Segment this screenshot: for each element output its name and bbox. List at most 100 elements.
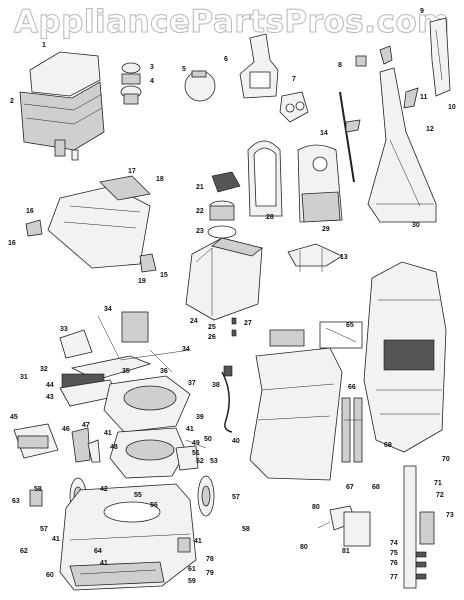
callout-number: 72 [436,492,444,499]
callout-number: 12 [426,126,434,133]
callout-number: 42 [100,486,108,493]
callout-number: 35 [122,368,130,375]
float-assembly-drawing [207,171,241,239]
handle-tube-drawing [403,465,435,589]
callout-number: 61 [188,566,196,573]
power-cord-drawing [221,365,233,433]
screws-drawing [231,317,237,337]
callout-number: 41 [104,430,112,437]
callout-number: 36 [160,368,168,375]
callout-number: 41 [100,560,108,567]
callout-number: 62 [20,548,28,555]
callout-number: 71 [434,480,442,487]
callout-number: 47 [82,422,90,429]
motor-assembly-drawing [59,311,191,433]
callout-number: 17 [128,168,136,175]
rear-housing-drawing [363,261,447,453]
callout-number: 30 [412,222,420,229]
callout-number: 22 [196,208,204,215]
callout-number: 81 [342,548,350,555]
callout-number: 66 [348,384,356,391]
callout-number: 65 [346,322,354,329]
callout-number: 14 [320,130,328,137]
callout-number: 13 [340,254,348,261]
callout-number: 77 [390,574,398,581]
callout-number: 19 [138,278,146,285]
callout-number: 24 [190,318,198,325]
tank-cap-drawing [120,62,142,105]
callout-number: 46 [62,426,70,433]
tube-parts-drawing [341,397,363,463]
callout-number: 74 [390,540,398,547]
callout-number: 52 [196,458,204,465]
callout-number: 15 [160,272,168,279]
callout-number: 80 [312,504,320,511]
callout-number: 11 [420,94,428,101]
nozzle-drawing [25,175,157,273]
callout-number: 6 [224,56,228,63]
pump-drawing [317,505,371,547]
callout-number: 4 [150,78,154,85]
callout-number: 67 [346,484,354,491]
callout-number: 75 [390,550,398,557]
callout-number: 79 [206,570,214,577]
callout-number: 41 [186,426,194,433]
callout-number: 33 [60,326,68,333]
callout-number: 57 [232,494,240,501]
callout-number: 37 [188,380,196,387]
clean-water-tank-drawing [19,51,105,161]
callout-number: 59 [188,578,196,585]
callout-number: 26 [208,334,216,341]
callout-number: 70 [442,456,450,463]
callout-number: 56 [150,502,158,509]
callout-number: 68 [372,484,380,491]
base-housing-drawing [29,483,197,591]
callout-number: 28 [266,214,274,221]
callout-number: 58 [34,486,42,493]
callout-number: 27 [244,320,252,327]
callout-number: 44 [46,382,54,389]
callout-number: 43 [46,394,54,401]
callout-number: 40 [232,438,240,445]
callout-number: 57 [40,526,48,533]
wand-drawing [339,91,361,183]
callout-number: 5 [182,66,186,73]
callout-number: 1 [42,42,46,49]
callout-number: 38 [212,382,220,389]
callout-number: 25 [208,324,216,331]
handle-parts-drawing [355,17,451,223]
watermark-logo: AppliancePartsPros.com [14,4,450,41]
callout-number: 31 [20,374,28,381]
callout-number: 51 [192,450,200,457]
callout-number: 10 [448,104,456,111]
callout-number: 21 [196,184,204,191]
shell-drawing [249,321,363,481]
callout-number: 18 [156,176,164,183]
brush-assembly-drawing [13,423,207,479]
callout-number: 73 [446,512,454,519]
callout-number: 7 [292,76,296,83]
top-parts-drawing [184,33,309,123]
callout-number: 41 [52,536,60,543]
callout-number: 34 [182,346,190,353]
callout-number: 48 [110,444,118,451]
callout-number: 53 [210,458,218,465]
callout-number: 8 [338,62,342,69]
callout-number: 45 [10,414,18,421]
callout-number: 32 [40,366,48,373]
callout-number: 34 [104,306,112,313]
callout-number: 39 [196,414,204,421]
callout-number: 16 [26,208,34,215]
callout-number: 58 [242,526,250,533]
callout-number: 50 [204,436,212,443]
callout-number: 49 [192,440,200,447]
callout-number: 80 [300,544,308,551]
callout-number: 76 [390,560,398,567]
callout-number: 23 [196,228,204,235]
callout-number: 60 [46,572,54,579]
callout-number: 29 [322,226,330,233]
recovery-tank-drawing [185,237,263,321]
callout-number: 69 [384,442,392,449]
